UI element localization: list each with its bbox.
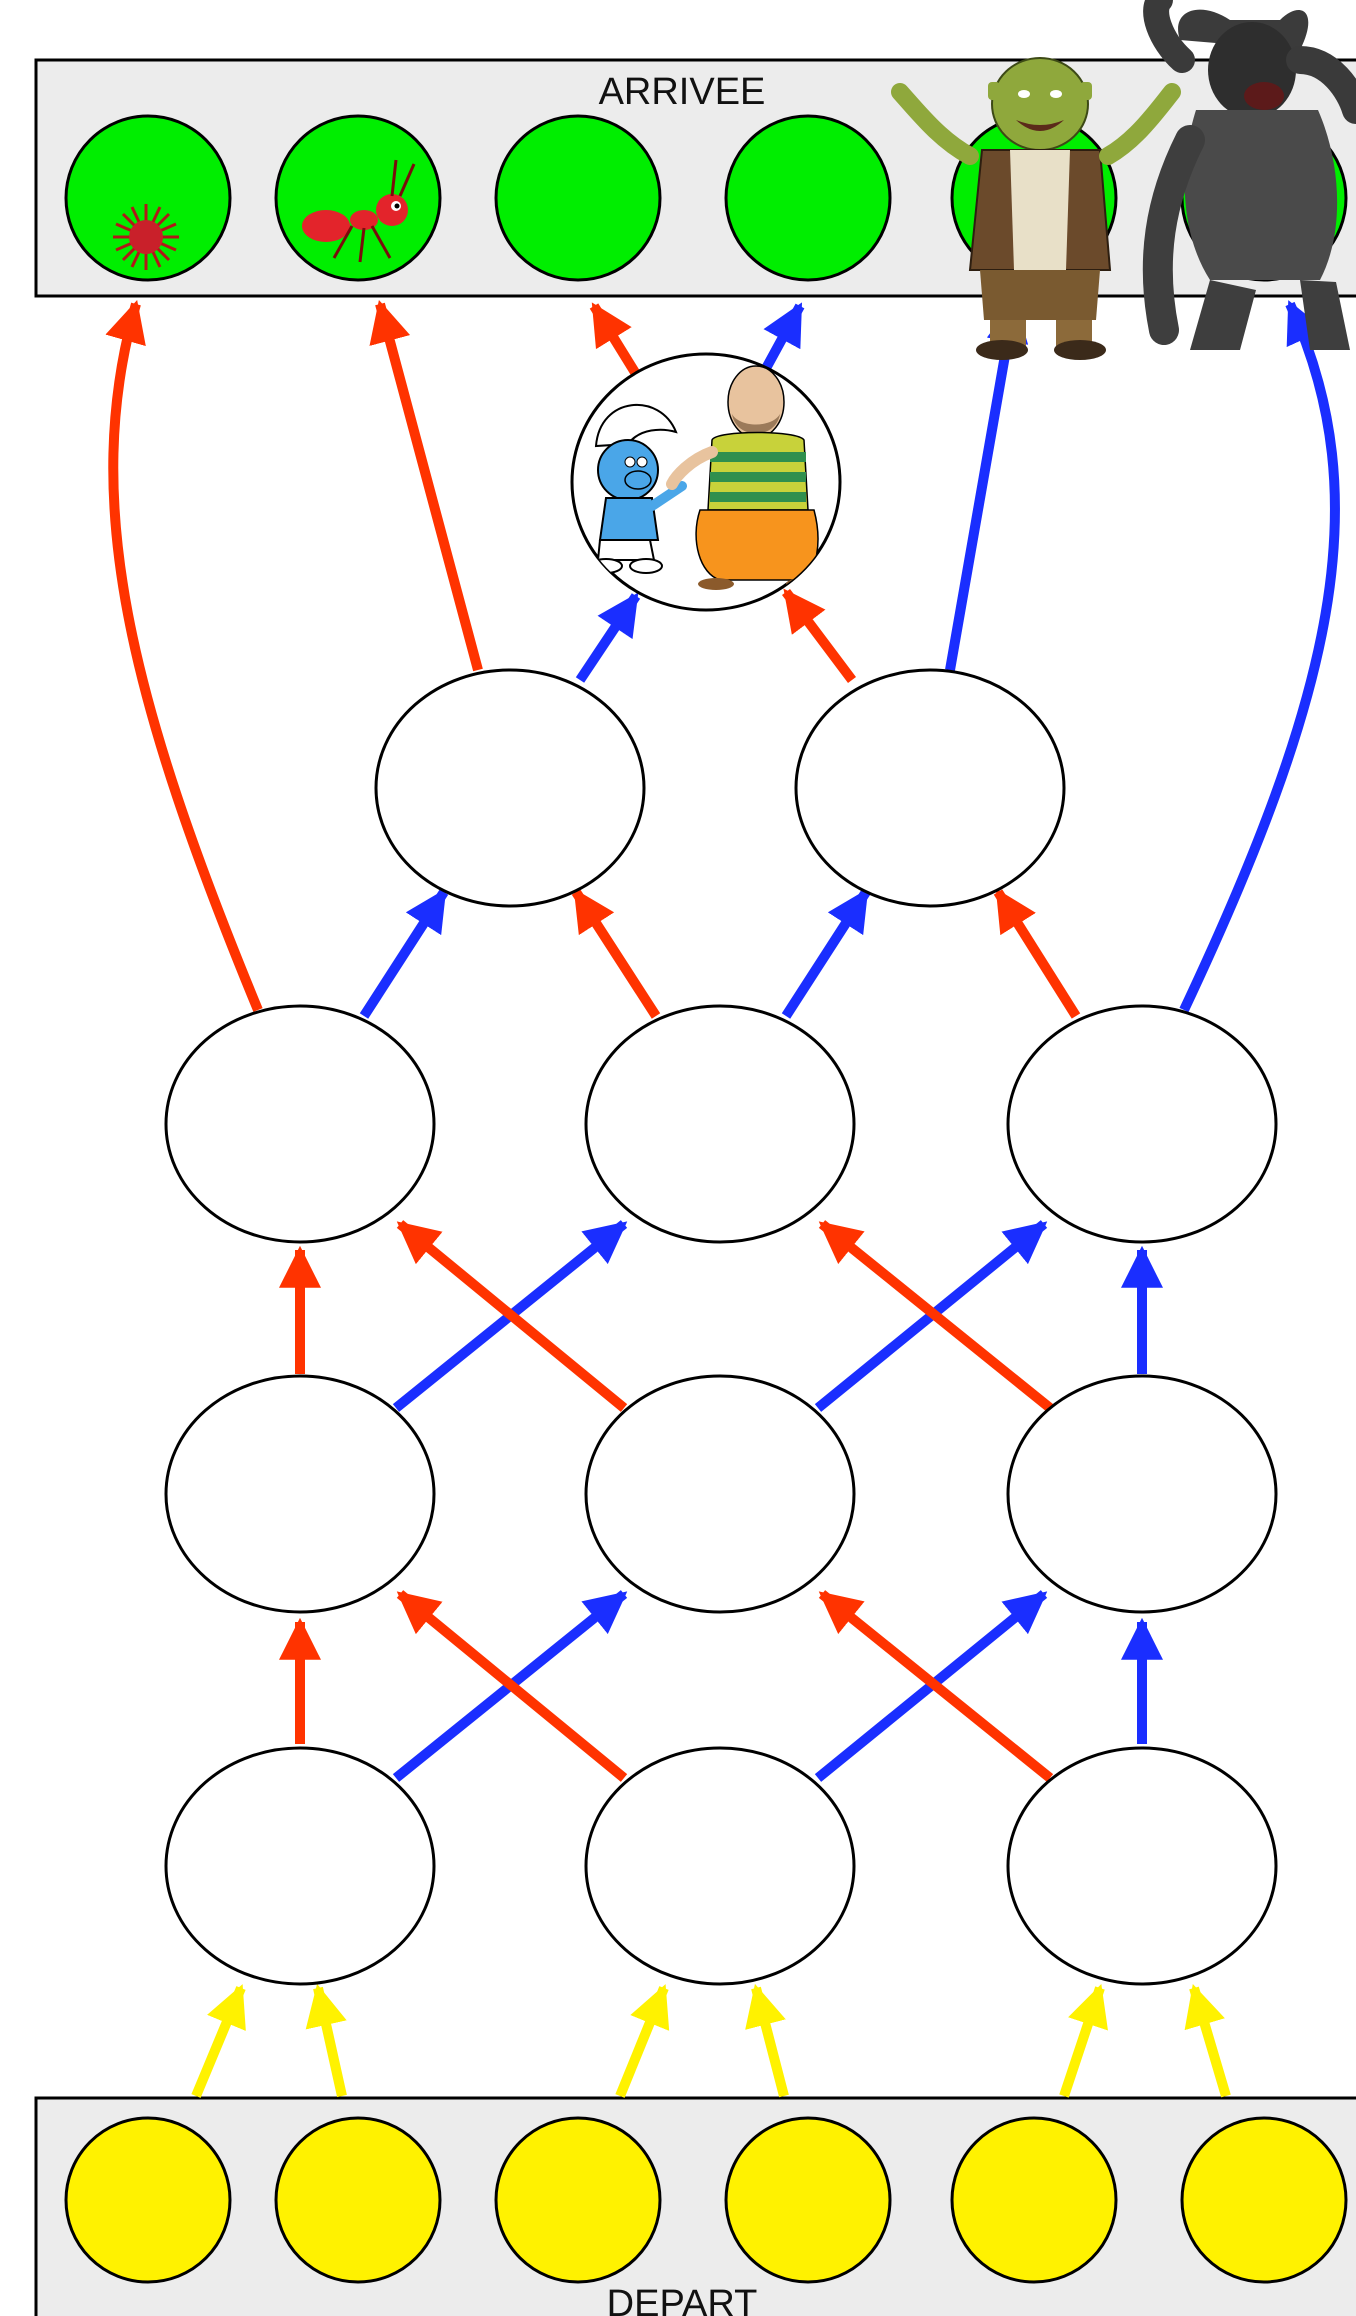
arrows (105, 299, 1340, 2098)
tree-node (164, 1374, 436, 1614)
ant-icon (302, 159, 416, 263)
red-arrow (571, 888, 661, 1019)
departure-slot (950, 2116, 1118, 2284)
departure-slot (274, 2116, 442, 2284)
gorilla-icon (1142, 0, 1356, 350)
yellow-arrow (745, 1983, 789, 2098)
red-arrow (589, 302, 641, 377)
blue-arrow (781, 888, 871, 1019)
departure-label: DEPART (607, 2283, 758, 2316)
tree-node (584, 1374, 856, 1614)
tree-node (164, 1004, 436, 1244)
tree-node (1006, 1004, 1278, 1244)
smurf-icon (589, 403, 687, 574)
yellow-arrow (1184, 1983, 1231, 2098)
departure-slot (724, 2116, 892, 2284)
departure-slot (494, 2116, 662, 2284)
departure-slot (1180, 2116, 1348, 2284)
virus-icon (113, 204, 179, 270)
tree-node (584, 1746, 856, 1986)
red-arrow (396, 1220, 628, 1412)
departure-slots (64, 2116, 1348, 2284)
blue-arrow (1179, 300, 1340, 1013)
arrival-slot (274, 114, 442, 282)
yellow-arrow (615, 1984, 670, 2098)
departure-slot (64, 2116, 232, 2284)
red-arrow (396, 1590, 628, 1782)
arrival-label: ARRIVEE (599, 71, 766, 113)
yellow-arrow (305, 1983, 347, 2098)
tree-node (1006, 1374, 1278, 1614)
arrival-box (34, 58, 1356, 298)
nodes (164, 668, 1278, 1986)
arrival-slot (724, 114, 892, 282)
tree-node (794, 668, 1066, 908)
red-arrow (105, 299, 263, 1012)
blue-arrow (359, 888, 449, 1019)
arrival-slot (494, 114, 662, 282)
departure-box (34, 2096, 1356, 2316)
tree-node (374, 668, 646, 908)
yellow-arrow (191, 1984, 246, 2098)
special-node (570, 352, 842, 612)
red-arrow (818, 1220, 1054, 1412)
red-arrow (782, 588, 856, 683)
yellow-arrow (1059, 1984, 1108, 2098)
blue-arrow (759, 302, 805, 375)
red-arrow (369, 299, 483, 672)
blue-arrow (575, 592, 641, 683)
tree-node (1006, 1746, 1278, 1986)
red-arrow (993, 888, 1081, 1019)
ogre-icon (891, 57, 1181, 360)
tree-node (164, 1746, 436, 1986)
man-icon (666, 365, 822, 590)
blue-arrow (945, 299, 1029, 671)
red-arrow (818, 1590, 1054, 1782)
tree-node (584, 1004, 856, 1244)
arrival-slot (64, 114, 232, 282)
